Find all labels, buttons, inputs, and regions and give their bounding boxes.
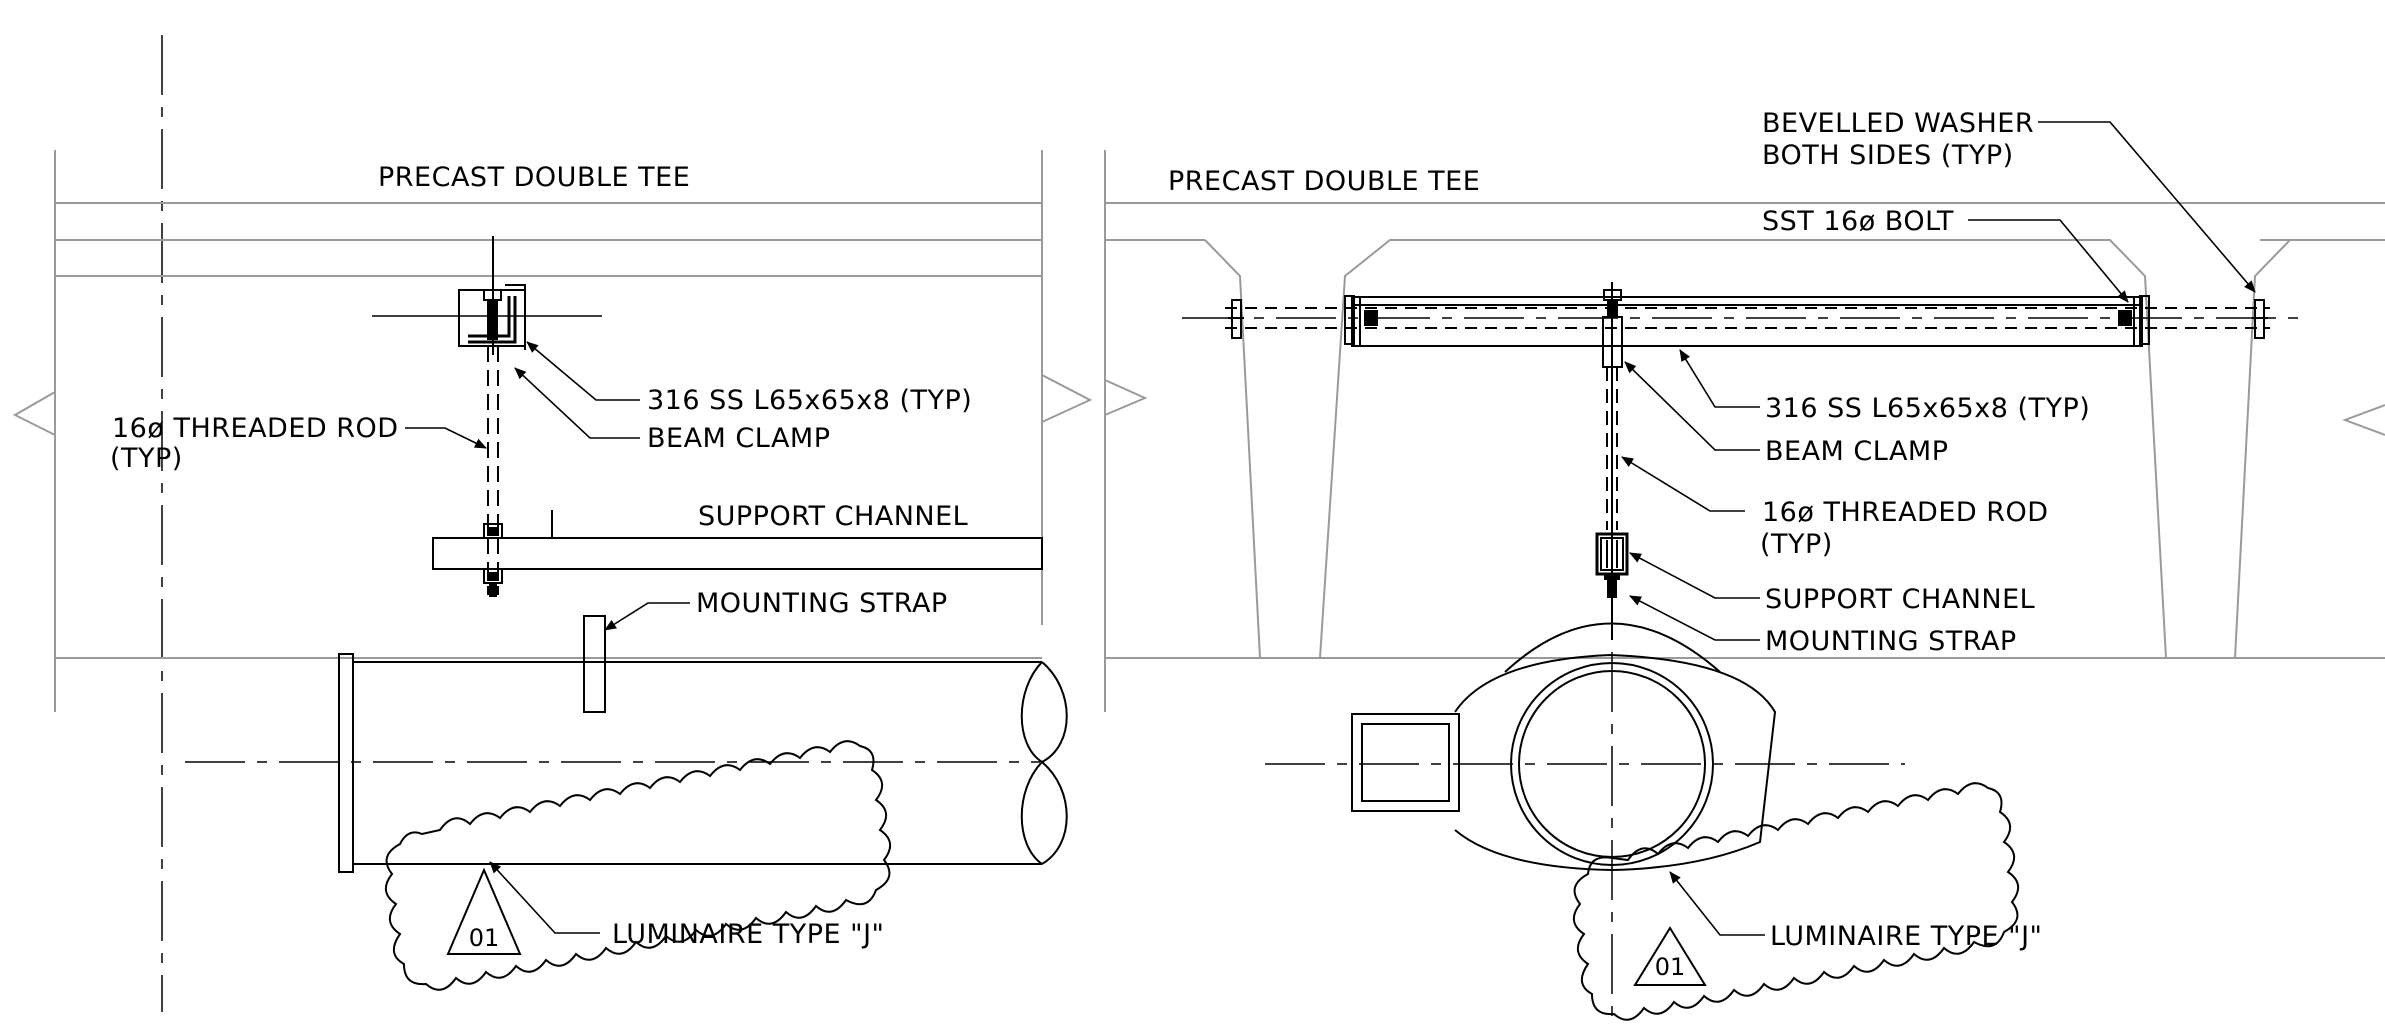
left-clamp-label: BEAM CLAMP <box>647 423 831 454</box>
left-strap-label: MOUNTING STRAP <box>696 588 948 619</box>
left-leaders <box>405 341 690 934</box>
right-revision-cloud <box>1573 782 2019 1021</box>
left-rod-label-1: 16ø THREADED ROD <box>112 413 399 444</box>
left-channel-label: SUPPORT CHANNEL <box>698 501 968 532</box>
right-leaders <box>1621 121 2256 936</box>
right-detail: 01 PRECAST DOUBLE TEE BEVELLED WASHER BO… <box>1104 108 2385 1021</box>
right-rod-label-2: (TYP) <box>1760 529 1833 560</box>
left-angle-label: 316 SS L65x65x8 (TYP) <box>647 385 972 416</box>
right-revision-triangle <box>1633 926 1707 986</box>
left-angle-bracket <box>468 296 517 344</box>
left-hanger-assembly <box>372 236 1043 713</box>
left-revision-tag: 01 <box>469 924 500 952</box>
right-clamp-label: BEAM CLAMP <box>1765 436 1949 467</box>
right-title: PRECAST DOUBLE TEE <box>1168 166 1480 197</box>
right-bolt-label: SST 16ø BOLT <box>1762 206 1954 237</box>
left-luminaire-label: LUMINAIRE TYPE "J" <box>612 919 884 950</box>
right-bolt-assembly <box>1182 282 2310 640</box>
left-mounting-strap <box>583 615 606 713</box>
right-washer-label-1: BEVELLED WASHER <box>1762 108 2034 139</box>
left-luminaire-body <box>185 653 1068 873</box>
left-support-channel <box>432 537 1043 570</box>
left-revision-cloud <box>385 740 891 991</box>
left-revision-triangle <box>446 867 522 955</box>
right-channel-label: SUPPORT CHANNEL <box>1765 584 2035 615</box>
right-luminaire-label: LUMINAIRE TYPE "J" <box>1770 921 2042 952</box>
right-angle-bracket <box>1351 296 2143 347</box>
left-detail: 01 PRECAST DOUBLE TEE 316 SS L65x65x8 (T… <box>12 35 1093 1012</box>
right-mounting-strap <box>1504 622 1721 673</box>
right-rod-label-1: 16ø THREADED ROD <box>1762 497 2049 528</box>
right-angle-label: 316 SS L65x65x8 (TYP) <box>1765 393 2090 424</box>
right-revision-tag: 01 <box>1655 953 1686 981</box>
left-rod-label-2: (TYP) <box>110 443 183 474</box>
right-beam-clamp-block <box>1602 316 1623 368</box>
right-double-tee <box>1104 150 2385 712</box>
right-washer-label-2: BOTH SIDES (TYP) <box>1762 140 2014 171</box>
left-title: PRECAST DOUBLE TEE <box>378 162 690 193</box>
right-strap-label: MOUNTING STRAP <box>1765 626 2017 657</box>
